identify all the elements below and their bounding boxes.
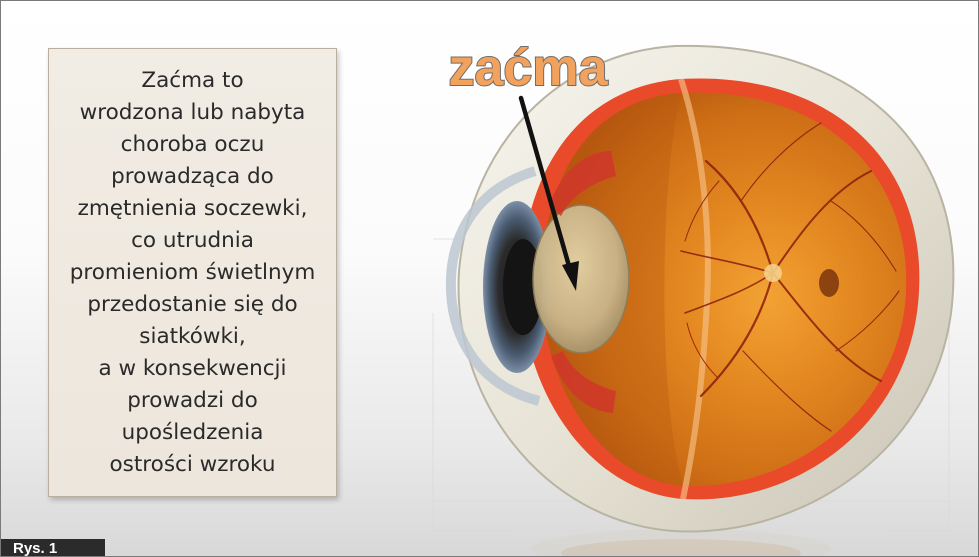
description-text: Zaćma to wrodzona lub nabyta choroba ocz… — [70, 65, 316, 481]
description-line: zmętnienia soczewki, — [70, 193, 316, 225]
description-line: upośledzenia — [70, 417, 316, 449]
lens — [533, 205, 629, 353]
description-line: prowadzi do — [70, 385, 316, 417]
figure-number-badge: Rys. 1 — [1, 539, 105, 557]
description-line: wrodzona lub nabyta — [70, 97, 316, 129]
description-line: a w konsekwencji — [70, 353, 316, 385]
macula — [819, 269, 839, 297]
eye-reflection — [531, 529, 831, 557]
description-line: prowadząca do — [70, 161, 316, 193]
description-line: choroba oczu — [70, 129, 316, 161]
callout-label-text: zaćma — [449, 39, 609, 97]
description-line: promieniom świetlnym — [70, 257, 316, 289]
description-line: siatkówki, — [70, 321, 316, 353]
description-box: Zaćma to wrodzona lub nabyta choroba ocz… — [48, 48, 337, 497]
description-line: ostrości wzroku — [70, 449, 316, 481]
optic-disc — [764, 264, 782, 282]
description-line: przedostanie się do — [70, 289, 316, 321]
callout-label: zaćma — [433, 37, 623, 101]
description-line: Zaćma to — [70, 65, 316, 97]
description-line: co utrudnia — [70, 225, 316, 257]
